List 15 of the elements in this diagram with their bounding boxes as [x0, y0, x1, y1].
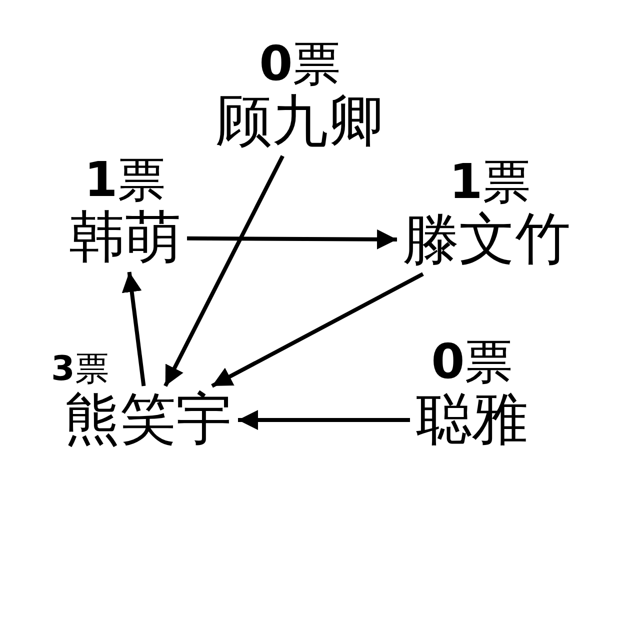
arrow [122, 272, 146, 386]
name-label: 韩萌 [69, 210, 181, 266]
arrow [211, 272, 424, 388]
name-label: 聪雅 [416, 392, 528, 448]
arrow [238, 410, 410, 430]
arrow [164, 155, 284, 387]
vote-count: 0票 [431, 338, 513, 386]
vote-count: 0票 [259, 40, 341, 88]
vote-count: 1票 [84, 156, 166, 204]
vote-count: 3票 [51, 352, 109, 386]
name-label: 滕文竹 [403, 212, 571, 268]
name-label: 顾九卿 [216, 94, 384, 150]
vote-count: 1票 [449, 158, 531, 206]
name-label: 熊笑宇 [64, 392, 232, 448]
arrow [187, 229, 398, 250]
